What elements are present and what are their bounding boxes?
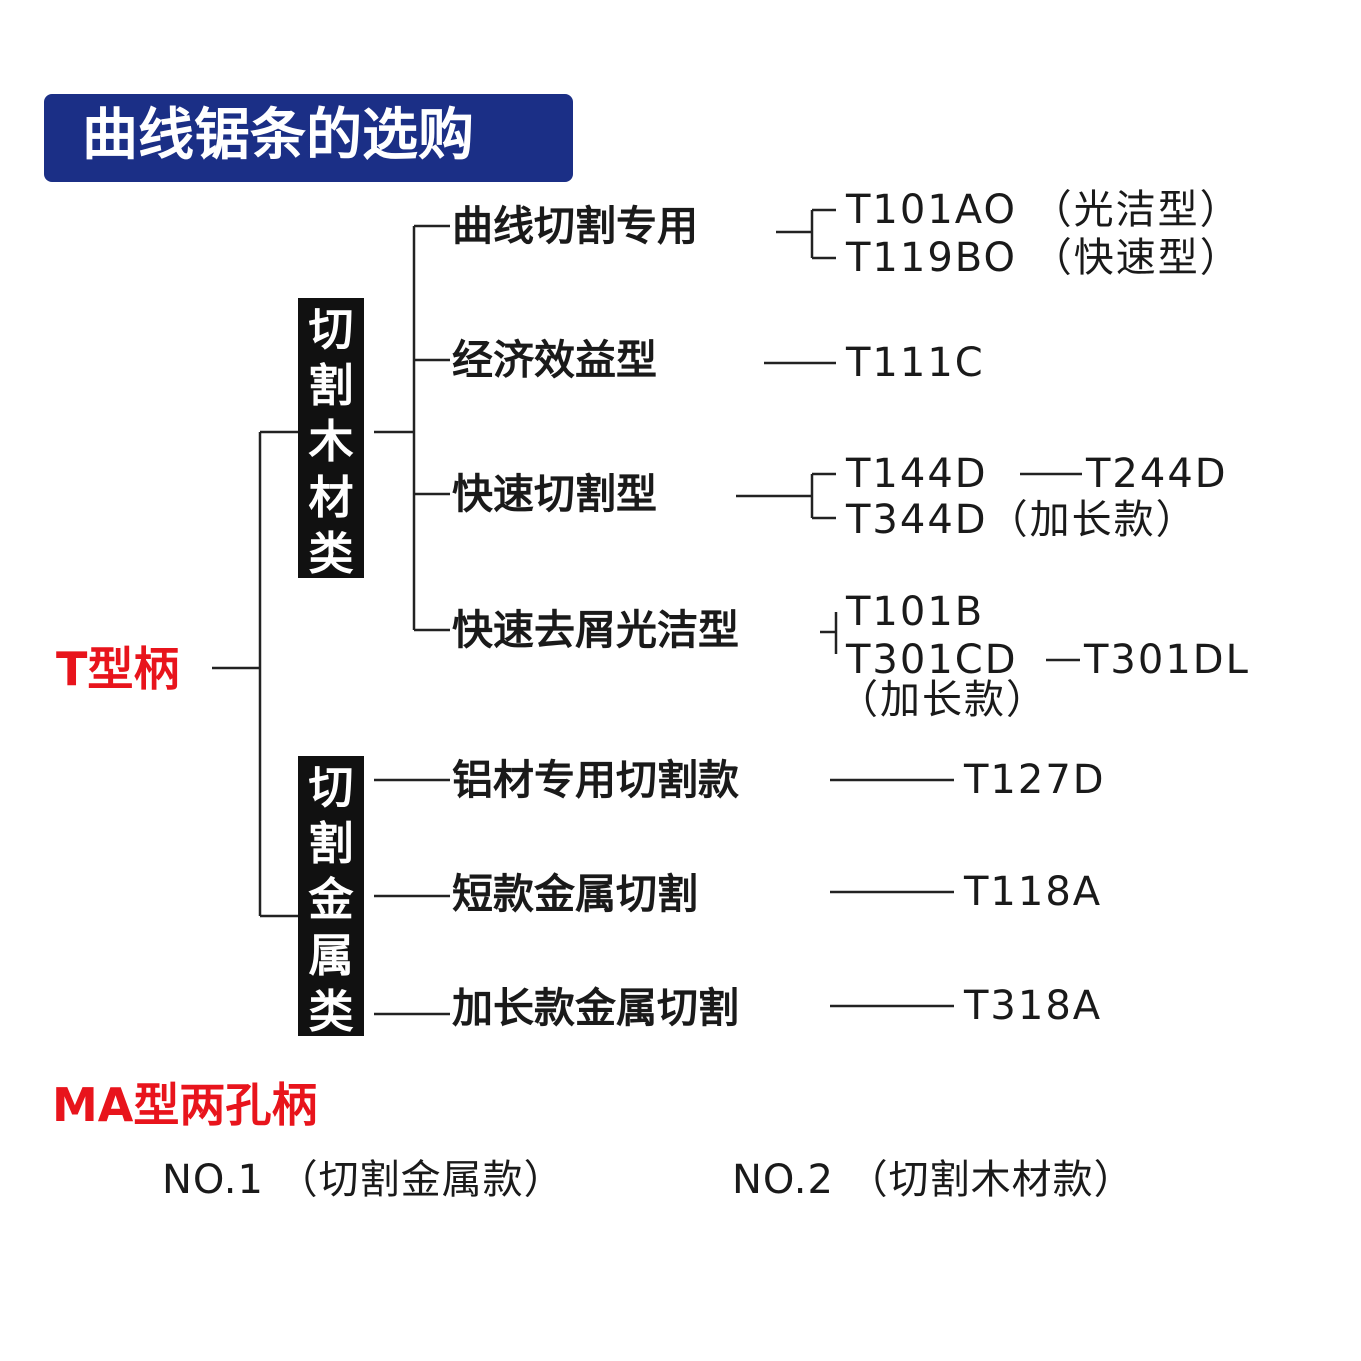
code-t101b: T101B (846, 589, 985, 635)
ma-no1: NO.1 （切割金属款） (162, 1157, 565, 1203)
code-t118a: T118A (964, 869, 1103, 915)
category-chip: 快速去屑光洁型 (452, 606, 739, 654)
category-fast: 快速切割型 (452, 470, 657, 518)
code-t301cd: T301CD (846, 637, 1018, 683)
metal-group-box (298, 756, 364, 1036)
wood-group-label: 切割木材类 (308, 303, 354, 580)
category-short-metal: 短款金属切割 (452, 870, 698, 918)
code-t127d: T127D (964, 757, 1106, 803)
code-t101ao: T101AO （光洁型） (846, 187, 1242, 233)
code-t344d: T344D（加长款） (846, 497, 1198, 543)
code-t119bo: T119BO （快速型） (846, 235, 1242, 281)
ma-title: MA型两孔柄 (52, 1078, 318, 1132)
wood-group-box (298, 298, 364, 578)
category-aluminum: 铝材专用切割款 (452, 756, 739, 804)
code-t144d: T144D (846, 451, 988, 497)
code-t244d: T244D (1086, 451, 1228, 497)
category-long-metal: 加长款金属切割 (452, 984, 739, 1032)
code-t111c: T111C (846, 340, 985, 386)
code-t301-note: （加长款） (838, 677, 1048, 723)
title-banner (44, 94, 573, 182)
code-t301dl: T301DL (1084, 637, 1250, 683)
category-economy: 经济效益型 (452, 336, 657, 384)
root-label: T型柄 (56, 642, 180, 696)
code-t318a: T318A (964, 983, 1103, 1029)
metal-group-label: 切割金属类 (308, 761, 354, 1038)
ma-no2: NO.2 （切割木材款） (732, 1157, 1135, 1203)
category-curve: 曲线切割专用 (452, 202, 698, 250)
page-title: 曲线锯条的选购 (82, 103, 474, 168)
